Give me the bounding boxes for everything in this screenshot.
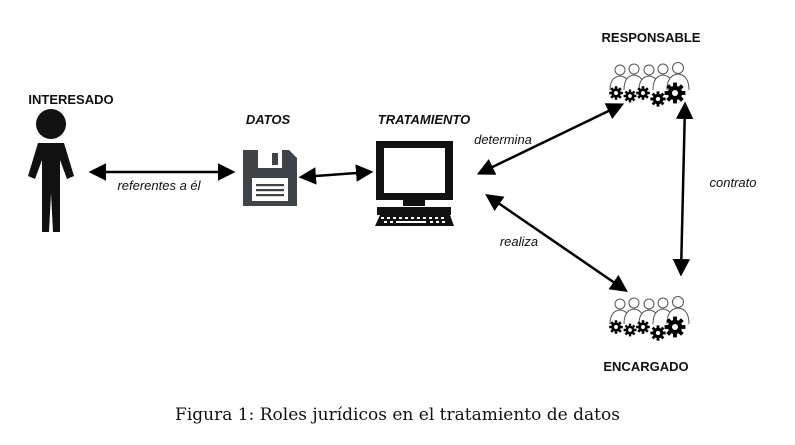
edge-responsable-encargado xyxy=(672,101,694,277)
edge-tratamiento-encargado xyxy=(485,194,628,292)
edge-label-determina: determina xyxy=(474,132,532,147)
edge-label-referentes: referentes a él xyxy=(117,178,201,193)
floppy-disk-icon xyxy=(243,150,297,206)
team-gears-icon-responsable xyxy=(609,63,689,107)
node-label-tratamiento: TRATAMIENTO xyxy=(378,112,470,127)
figure-caption: Figura 1: Roles jurídicos en el tratamie… xyxy=(175,405,620,425)
edge-datos-tratamiento xyxy=(298,164,374,185)
computer-icon xyxy=(375,141,454,226)
node-label-encargado: ENCARGADO xyxy=(603,359,688,374)
edge-tratamiento-responsable xyxy=(476,103,625,175)
team-gears-icon-encargado xyxy=(609,297,689,341)
node-label-responsable: RESPONSABLE xyxy=(602,30,701,45)
edge-label-realiza: realiza xyxy=(500,234,538,249)
node-label-datos: DATOS xyxy=(246,112,291,127)
node-label-interesado: INTERESADO xyxy=(28,92,113,107)
edge-label-contrato: contrato xyxy=(710,175,757,190)
person-icon xyxy=(28,109,74,232)
